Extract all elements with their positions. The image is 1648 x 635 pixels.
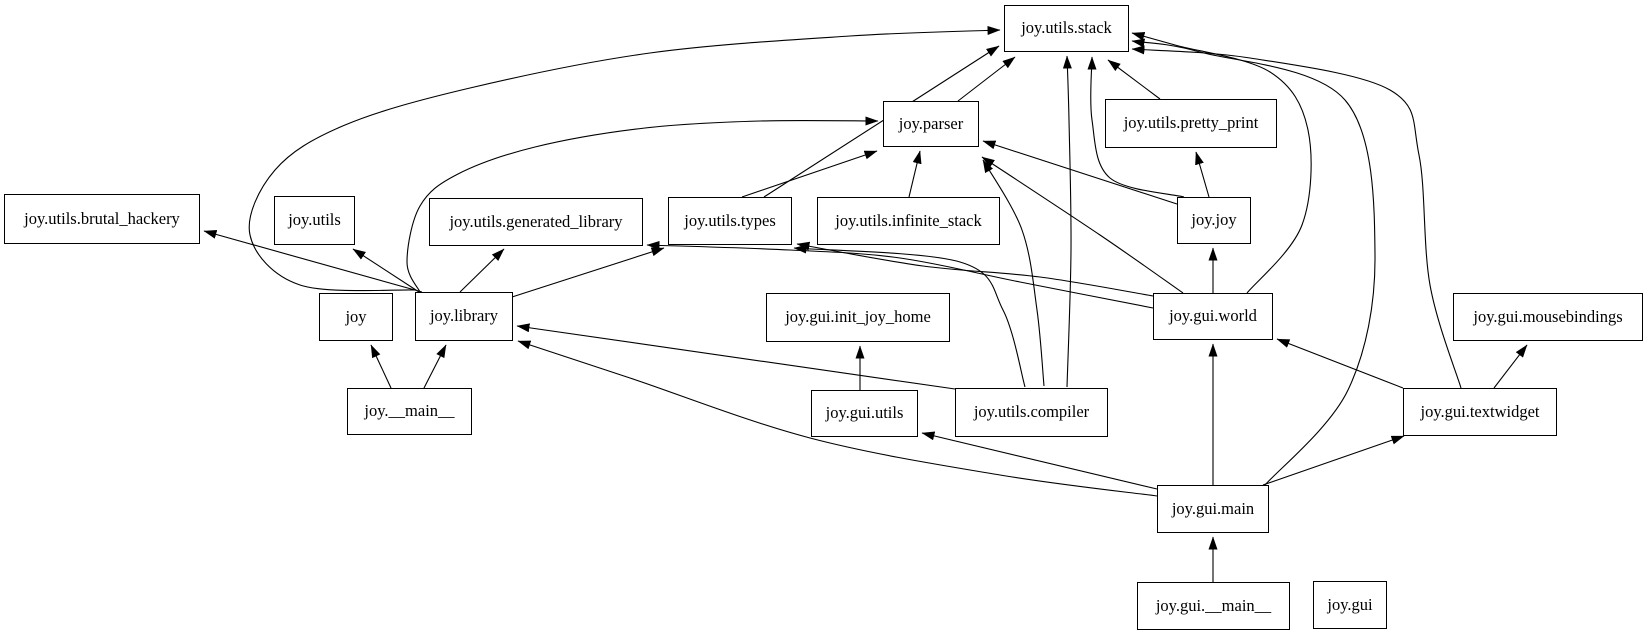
graph-node-joy: joy — [319, 293, 393, 341]
edge-gui_main-to-stack — [1131, 38, 1376, 486]
edge-parser-to-stack — [957, 56, 1016, 102]
edge-library-to-generated_library — [459, 248, 505, 293]
edge-compiler-to-library — [516, 323, 956, 390]
edge-world-to-stack — [1131, 32, 1312, 294]
edge-world-to-parser — [981, 156, 1184, 294]
edge-infinite_stack-to-parser — [908, 150, 922, 198]
edge-library-to-stack — [248, 26, 1001, 292]
edge-compiler-to-parser — [982, 159, 1045, 387]
graph-node-world: joy.gui.world — [1153, 293, 1273, 340]
edge-compiler-to-stack — [1062, 55, 1072, 388]
edge-group — [203, 26, 1528, 582]
graph-node-gui_utils: joy.gui.utils — [811, 390, 918, 437]
edge-library-to-brutal_hackery — [203, 230, 423, 293]
graph-node-compiler: joy.utils.compiler — [955, 388, 1108, 437]
graph-node-joy_joy: joy.joy — [1177, 197, 1251, 244]
graph-node-main: joy.__main__ — [347, 388, 472, 435]
graph-node-gui_main: joy.gui.main — [1157, 485, 1269, 533]
graph-node-gui_main_entry: joy.gui.__main__ — [1137, 582, 1290, 630]
graph-node-parser: joy.parser — [883, 101, 979, 147]
edge-library-to-types — [511, 247, 665, 298]
edge-world-to-generated_library — [646, 240, 1154, 309]
edge-pretty_print-to-stack — [1107, 59, 1161, 100]
edge-gui_main-to-textwidget — [1262, 435, 1405, 486]
graph-node-brutal_hackery: joy.utils.brutal_hackery — [4, 194, 200, 244]
graph-node-mousebindings: joy.gui.mousebindings — [1453, 293, 1643, 341]
edge-gui_main-to-gui_utils — [921, 431, 1158, 490]
edge-library-to-utils — [352, 248, 420, 293]
edge-compiler-to-types — [793, 244, 1026, 388]
edge-library-to-parser — [406, 116, 879, 293]
edge-gui_main-to-library — [517, 340, 1158, 497]
graph-node-infinite_stack: joy.utils.infinite_stack — [817, 197, 1000, 245]
graph-node-pretty_print: joy.utils.pretty_print — [1105, 99, 1277, 148]
graph-node-textwidget: joy.gui.textwidget — [1403, 388, 1557, 436]
graph-node-generated_library: joy.utils.generated_library — [429, 198, 643, 246]
edge-types-to-stack — [763, 45, 1000, 198]
edge-joy_joy-to-pretty_print — [1195, 151, 1210, 198]
graph-node-init_joy_home: joy.gui.init_joy_home — [766, 293, 950, 342]
edge-world-to-types — [796, 241, 1154, 297]
edge-textwidget-to-world — [1276, 338, 1404, 389]
graph-node-stack: joy.utils.stack — [1004, 5, 1129, 52]
edge-joy_joy-to-stack — [1087, 56, 1185, 198]
edge-joy_joy-to-parser — [982, 140, 1178, 205]
edge-textwidget-to-mousebindings — [1493, 344, 1528, 389]
graph-node-utils: joy.utils — [274, 196, 355, 245]
edge-textwidget-to-stack — [1131, 45, 1462, 389]
edge-main-to-library — [423, 344, 447, 389]
edge-main-to-joy — [370, 344, 392, 389]
graph-node-library: joy.library — [415, 292, 513, 341]
graph-node-joy_gui: joy.gui — [1313, 581, 1387, 629]
edge-types-to-parser — [741, 150, 878, 198]
graph-node-types: joy.utils.types — [668, 197, 792, 245]
